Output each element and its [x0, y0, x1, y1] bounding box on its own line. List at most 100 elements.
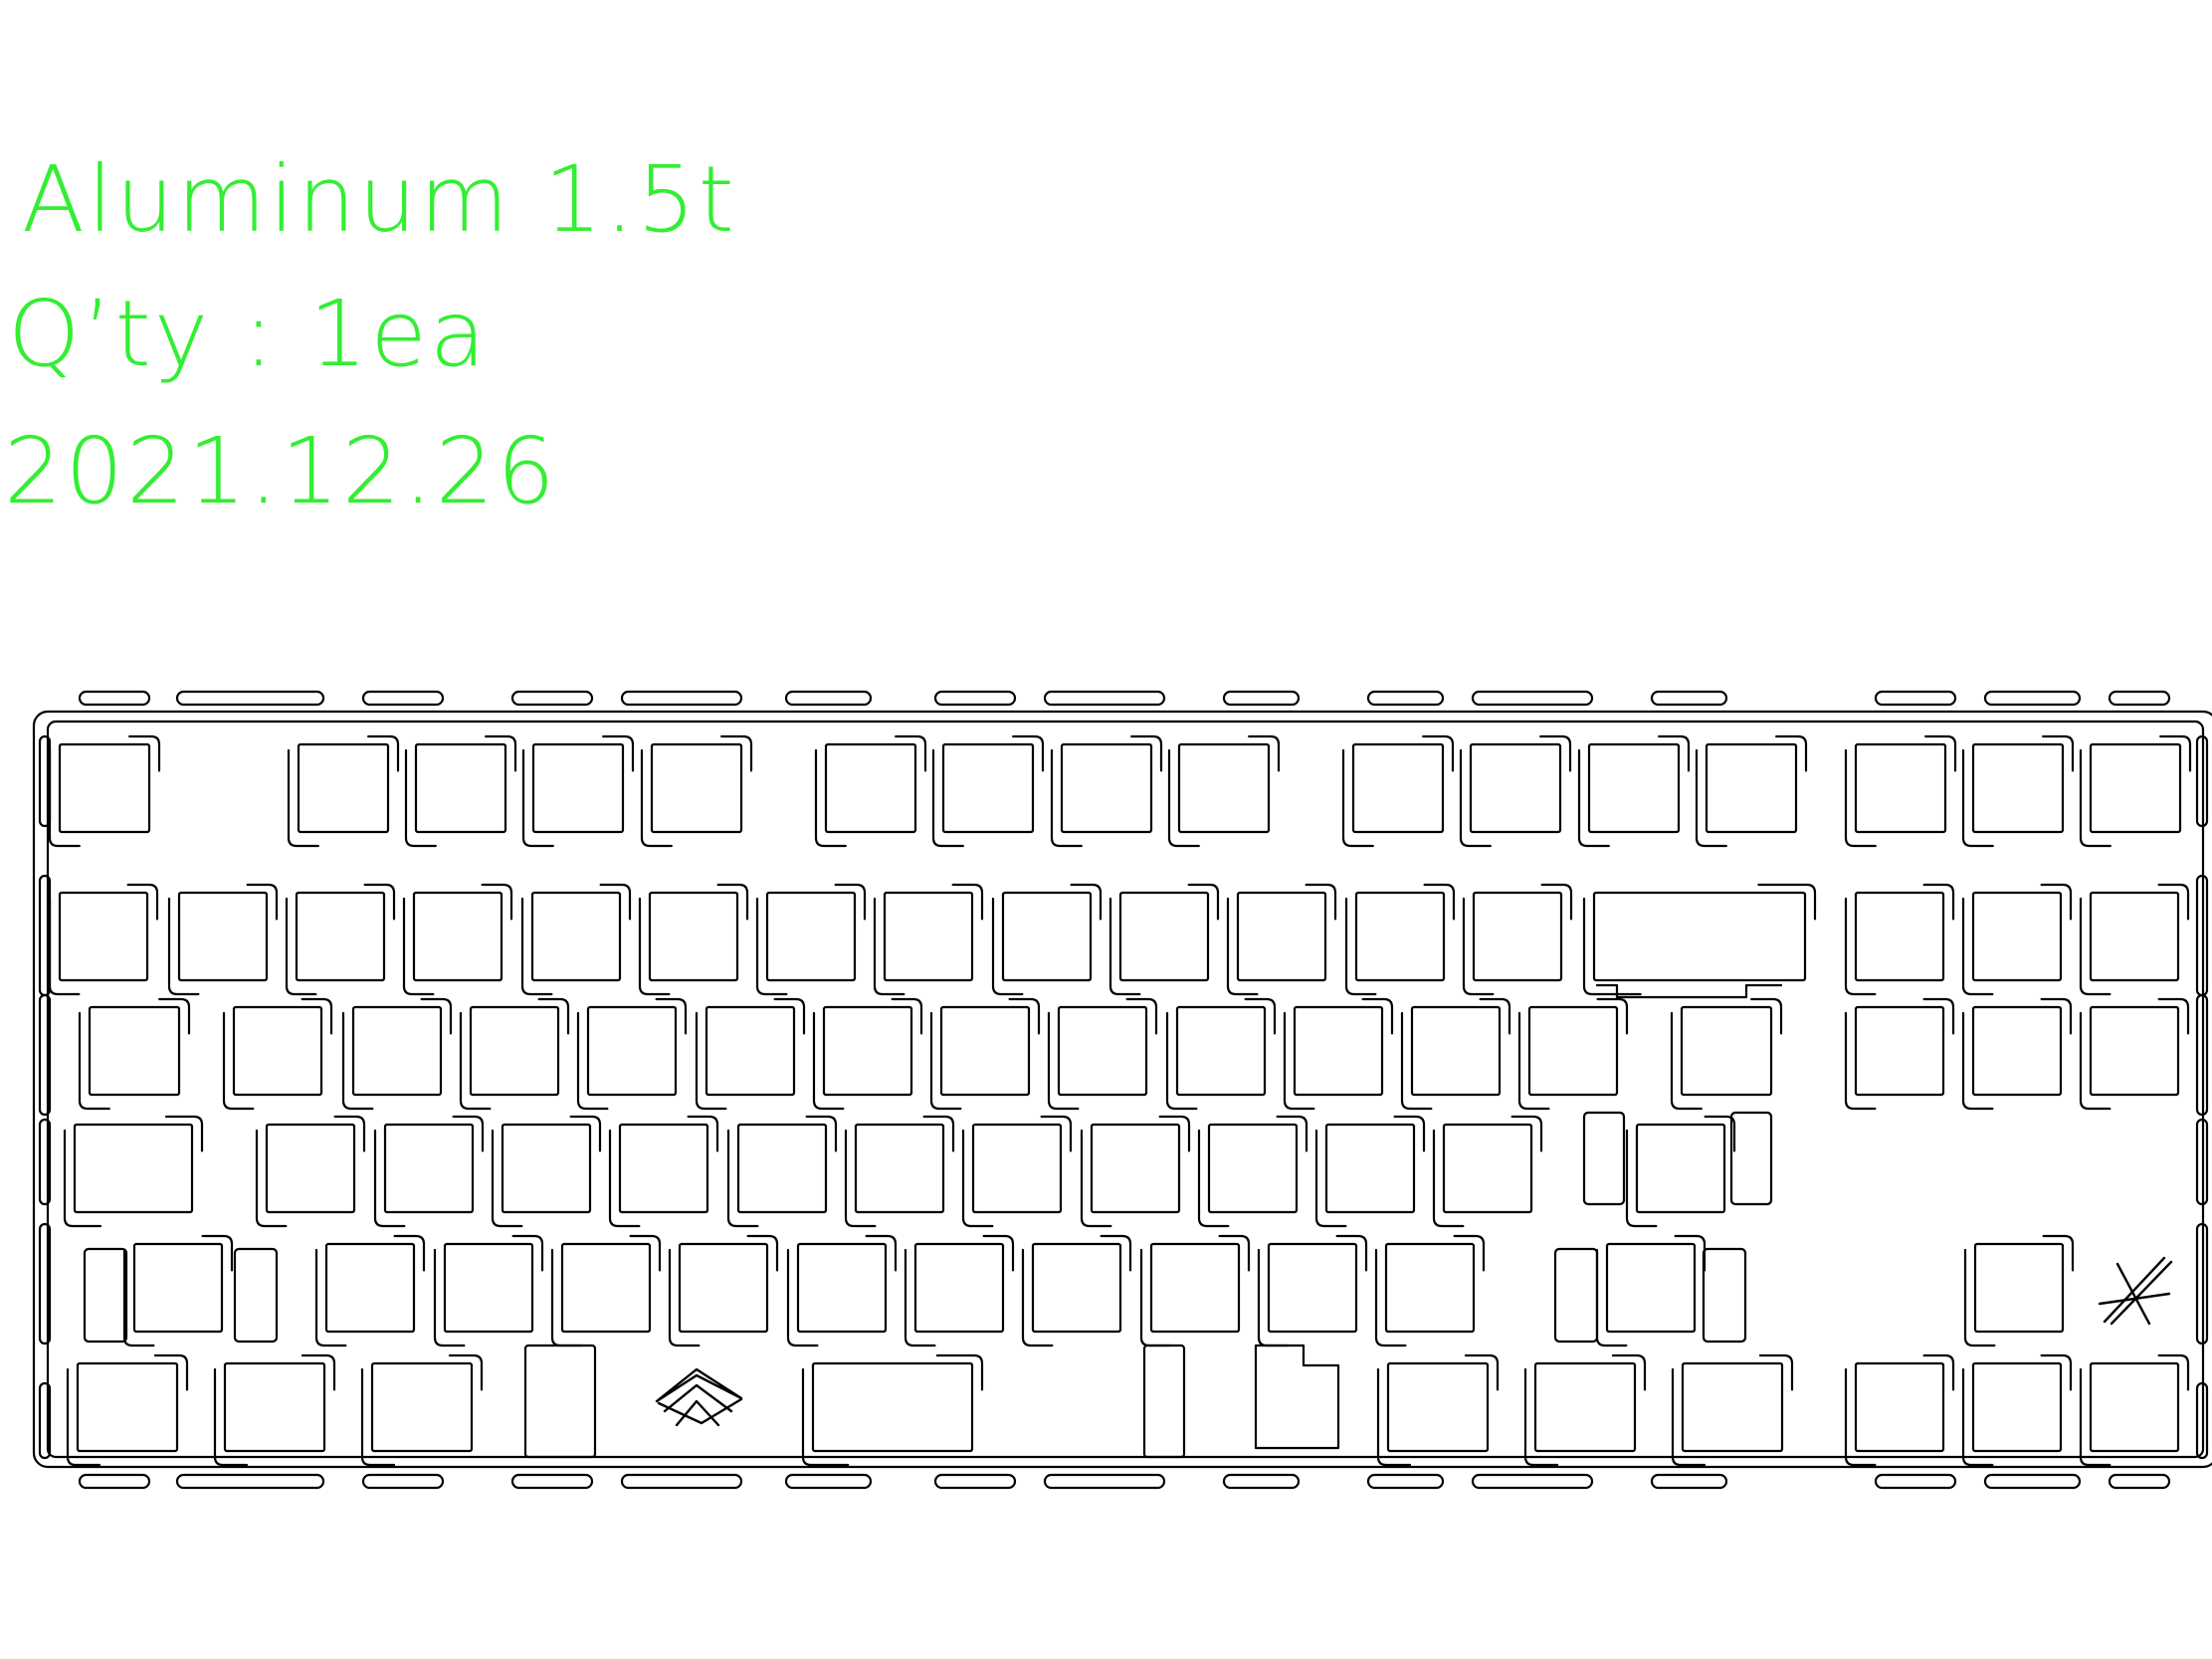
relief-cut [2157, 883, 2190, 921]
relief-cut [2040, 1353, 2073, 1391]
switch-cutout [608, 1115, 719, 1228]
switch-cutout [1021, 1234, 1132, 1348]
switch-hole [822, 1005, 913, 1097]
relief-cut [433, 1248, 466, 1348]
relief-cut [1100, 1234, 1132, 1272]
relief-cut [726, 1129, 759, 1228]
edge-slot [1366, 1473, 1445, 1490]
relief-cut [1844, 897, 1877, 996]
edge-slot [1983, 690, 2082, 707]
edge-slot [1471, 1473, 1594, 1490]
edge-slot [1043, 1473, 1166, 1490]
relief-cut [608, 1129, 641, 1228]
relief-cut [1704, 1115, 1736, 1152]
switch-cutout [1314, 1115, 1426, 1228]
switch-hole [704, 1005, 796, 1097]
relief-cut [1070, 883, 1103, 921]
switch-hole [1587, 742, 1681, 834]
switch-hole [1681, 1361, 1784, 1453]
switch-hole [736, 1123, 828, 1214]
switch-hole [1267, 1242, 1358, 1334]
relief-cut [1167, 748, 1200, 848]
switch-hole [58, 891, 149, 982]
relief-cut [1510, 1115, 1543, 1152]
switch-hole [618, 1123, 709, 1214]
relief-cut [393, 1234, 426, 1272]
relief-cut [1012, 734, 1045, 772]
switch-cutout [167, 883, 279, 996]
switch-cutout [929, 997, 1041, 1111]
relief-cut [537, 997, 570, 1035]
switch-hole [58, 742, 151, 834]
edge-slot [2108, 1473, 2171, 1490]
switch-cutout [1080, 1115, 1191, 1228]
switch-hole [678, 1242, 769, 1334]
switch-hole [443, 1242, 534, 1334]
relief-cut [1158, 1115, 1191, 1152]
relief-cut [1108, 897, 1141, 996]
relief-cut [687, 1115, 719, 1152]
edge-slot [1043, 690, 1166, 707]
switch-cutout [459, 997, 570, 1111]
relief-cut [695, 1011, 727, 1111]
relief-cut [301, 997, 333, 1035]
switch-cutout [1432, 1115, 1543, 1228]
relief-cut [1539, 734, 1572, 772]
switch-cutout [285, 883, 396, 996]
relief-cut [1577, 748, 1610, 848]
edge-slot [1650, 1473, 1728, 1490]
edge-slot [38, 1381, 52, 1460]
switch-cutout [550, 1234, 662, 1348]
switch-cutout [1226, 883, 1337, 996]
switch-cutout [931, 734, 1045, 848]
switch-cutout [341, 997, 453, 1111]
switch-cutout [1374, 1234, 1486, 1348]
switch-cutout [404, 734, 517, 848]
relief-cut [1658, 734, 1691, 772]
relief-cut [1314, 1129, 1347, 1228]
switch-hole [1680, 1005, 1773, 1097]
relief-cut [1021, 1248, 1054, 1348]
relief-cut [158, 997, 191, 1035]
switch-hole [1971, 891, 2063, 982]
switch-cutout [1844, 1353, 1955, 1467]
switch-cutout [255, 1115, 366, 1228]
switch-hole [295, 891, 386, 982]
edge-slot [620, 1473, 743, 1490]
plate-outline [32, 710, 2212, 1469]
relief-cut [128, 734, 161, 772]
edge-slot [361, 1473, 445, 1490]
relief-cut [1758, 1353, 1794, 1391]
relief-cut [1844, 1367, 1877, 1467]
switch-hole [1472, 891, 1563, 982]
relief-cut [640, 748, 673, 848]
relief-cut [1596, 997, 1629, 1035]
relief-cut [2079, 748, 2111, 848]
material-note: Aluminum 1.5t [22, 146, 737, 253]
relief-cut [1244, 997, 1277, 1035]
edge-slot [1983, 1473, 2082, 1490]
date-note: 2021.12.26 [4, 418, 558, 524]
edge-slot [1874, 690, 1957, 707]
relief-cut [485, 734, 517, 772]
switch-cutout [1523, 1353, 1647, 1467]
switch-hole [1384, 1242, 1476, 1334]
relief-cut [1276, 1115, 1308, 1152]
switch-cutout [1595, 1234, 1707, 1348]
relief-cut [1757, 883, 1817, 921]
relief-cut [1218, 1234, 1251, 1272]
relief-cut [1517, 1011, 1550, 1111]
relief-cut [213, 1367, 249, 1467]
relief-cut [341, 1011, 374, 1111]
relief-cut [314, 1248, 347, 1348]
edge-slot [1366, 690, 1445, 707]
switch-cutout [755, 883, 867, 996]
relief-cut [1523, 1367, 1559, 1467]
relief-cut [1040, 1115, 1073, 1152]
switch-cutout [1257, 1234, 1368, 1348]
relief-cut [164, 1115, 204, 1152]
relief-cut [576, 1011, 609, 1111]
relief-cut [844, 1129, 877, 1228]
relief-cut [746, 1234, 779, 1272]
stabilizer-cut [1582, 1111, 1626, 1206]
